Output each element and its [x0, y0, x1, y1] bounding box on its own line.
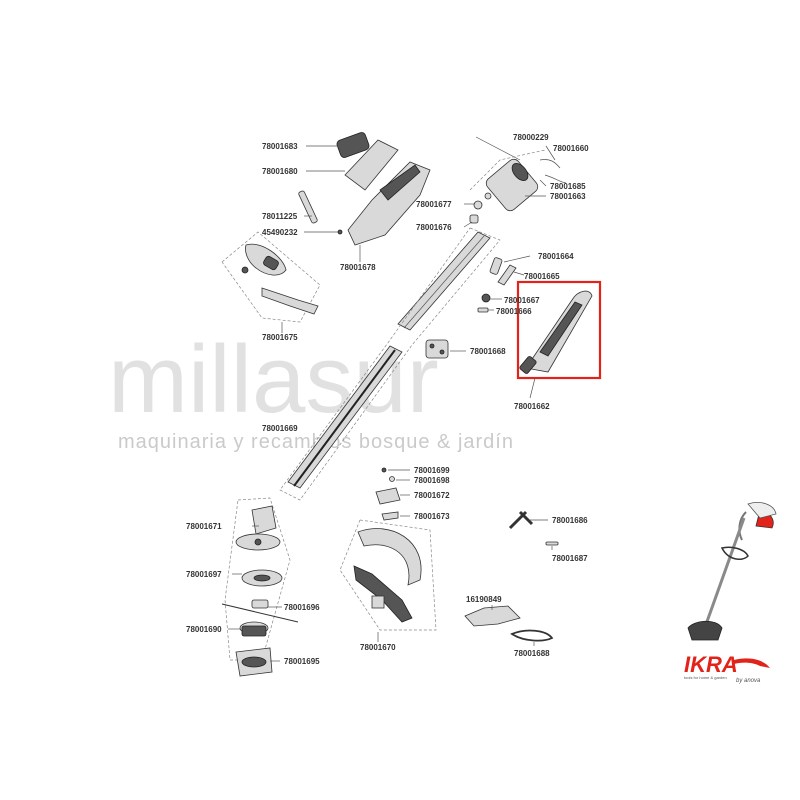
cutting-head-stack	[221, 497, 299, 677]
highlighted-part-78001662[interactable]	[516, 280, 602, 399]
part-label-78001688: 78001688	[514, 649, 550, 658]
part-label-78001670: 78001670	[360, 643, 396, 652]
part-label-78001667: 78001667	[504, 296, 540, 305]
main-shaft	[279, 227, 501, 501]
part-labels: 78001683 78001680 78011225 45490232 7800…	[186, 133, 589, 666]
motor-assembly	[463, 136, 567, 228]
part-label-78001660: 78001660	[553, 144, 589, 153]
guard-78001670	[339, 519, 437, 642]
part-label-78001695: 78001695	[284, 657, 320, 666]
part-label-78000229: 78000229	[513, 133, 549, 142]
part-label-78001663: 78001663	[550, 192, 586, 201]
part-label-78001698: 78001698	[414, 476, 450, 485]
part-label-78001664: 78001664	[538, 252, 574, 261]
part-label-78011225: 78011225	[262, 212, 298, 221]
part-label-78001678: 78001678	[340, 263, 376, 272]
loose-parts-right	[464, 510, 559, 646]
rear-handle-assembly	[298, 132, 431, 262]
part-label-78001662[interactable]: 78001662	[514, 402, 550, 411]
part-label-78001699: 78001699	[414, 466, 450, 475]
highlight-frame	[516, 280, 602, 380]
part-label-16190849: 16190849	[466, 595, 502, 604]
part-label-78001683: 78001683	[262, 142, 298, 151]
part-label-78001697: 78001697	[186, 570, 222, 579]
part-label-78001668: 78001668	[470, 347, 506, 356]
ikra-logo: IKRA tools for home & garden by anova	[684, 652, 770, 684]
part-label-78001685: 78001685	[550, 182, 586, 191]
part-label-78001673: 78001673	[414, 512, 450, 521]
part-label-78001671: 78001671	[186, 522, 222, 531]
part-label-78001686: 78001686	[552, 516, 588, 525]
front-handle-assembly	[221, 231, 321, 333]
logo-by: by anova	[736, 678, 761, 684]
switch-parts	[477, 255, 531, 313]
logo-tagline: tools for home & garden	[684, 675, 727, 680]
watermark: millasur maquinaria y recambios bosque &…	[108, 326, 513, 453]
logo-brand: IKRA	[684, 652, 738, 677]
part-label-78001665: 78001665	[524, 272, 560, 281]
product-thumbnail	[687, 502, 777, 641]
watermark-brand: millasur	[108, 326, 439, 433]
part-label-78001680: 78001680	[262, 167, 298, 176]
part-label-78001675: 78001675	[262, 333, 298, 342]
part-label-78001690: 78001690	[186, 625, 222, 634]
part-label-78001696: 78001696	[284, 603, 320, 612]
part-label-78001687: 78001687	[552, 554, 588, 563]
head-bracket-parts	[375, 467, 410, 521]
clamp-78001668	[425, 339, 466, 359]
part-label-78001666: 78001666	[496, 307, 532, 316]
part-label-78001669: 78001669	[262, 424, 298, 433]
part-label-78001677: 78001677	[416, 200, 452, 209]
part-label-78001672: 78001672	[414, 491, 450, 500]
part-label-78001676: 78001676	[416, 223, 452, 232]
part-label-45490232: 45490232	[262, 228, 298, 237]
